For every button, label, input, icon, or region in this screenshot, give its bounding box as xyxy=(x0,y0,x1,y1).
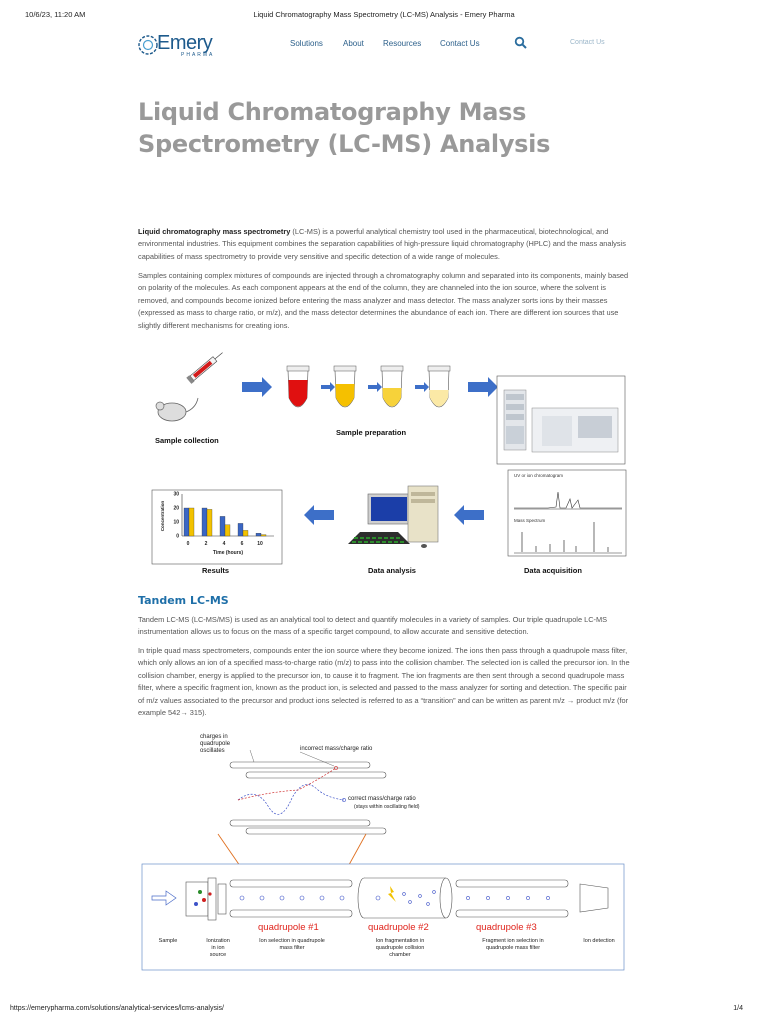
mouse-icon xyxy=(155,397,199,422)
nav-about[interactable]: About xyxy=(343,39,364,48)
computer-icon xyxy=(348,485,439,548)
y-tick-label: 0 xyxy=(176,534,179,540)
mass-spectrum-label: Mass Spectrum xyxy=(514,518,546,523)
chart-bar xyxy=(260,534,267,537)
chart-bar xyxy=(188,507,195,537)
search-icon xyxy=(514,36,527,49)
uv-chromatogram-label: UV or ion chromatogram xyxy=(514,473,563,478)
x-tick-label: 6 xyxy=(241,541,244,547)
chart-bar xyxy=(219,516,226,537)
ion-detection-caption: Ion detection xyxy=(583,938,615,944)
detector-icon xyxy=(579,883,609,913)
samples-paragraph: Samples containing complex mixtures of c… xyxy=(138,271,629,330)
x-axis-label: Time (hours) xyxy=(213,550,244,556)
tube-cap xyxy=(333,365,357,372)
energy-bolt-icon xyxy=(388,886,396,902)
tube-cap xyxy=(380,365,404,372)
arrow-left-icon xyxy=(454,505,484,525)
arrow-right-icon xyxy=(242,377,272,397)
sample-arrow-icon xyxy=(151,890,177,906)
arrow-left-icon xyxy=(304,505,334,525)
workflow-diagram: UV or ion chromatogram Mass Spectrum xyxy=(151,352,627,565)
print-page-title: Liquid Chromatography Mass Spectrometry … xyxy=(253,10,515,19)
fragment-selection-caption: Fragment ion selection in quadrupole mas… xyxy=(482,938,544,951)
print-page-number: 1/4 xyxy=(733,1005,743,1012)
lcms-instrument-icon xyxy=(503,389,619,453)
tube-cap xyxy=(286,365,310,372)
chart-bar xyxy=(237,523,244,537)
quadrupole-3-label: quadrupole #3 xyxy=(476,922,537,933)
incorrect-ratio-label: incorrect mass/charge ratio xyxy=(300,746,373,752)
y-axis-label: Concentration xyxy=(160,501,165,532)
results-label: Results xyxy=(202,566,230,575)
quadrupole-1-label: quadrupole #1 xyxy=(258,922,319,933)
x-tick-label: 4 xyxy=(223,541,226,547)
y-tick-label: 10 xyxy=(173,520,179,526)
tube-liquid xyxy=(382,388,402,407)
page-title: Liquid Chromatography Mass Spectrometry … xyxy=(138,98,551,158)
logo-subtext: PHARMA xyxy=(181,52,215,58)
logo-mark-icon xyxy=(138,35,158,55)
tube-liquid xyxy=(429,390,449,407)
x-tick-label: 2 xyxy=(205,541,208,547)
y-tick-label: 30 xyxy=(173,492,179,498)
y-tick-label: 20 xyxy=(173,506,179,512)
x-tick-label: 0 xyxy=(187,541,190,547)
triple-quadrupole-diagram xyxy=(141,749,625,971)
data-acquisition-box xyxy=(507,469,627,557)
sample-preparation-label: Sample preparation xyxy=(336,428,407,437)
emery-pharma-logo[interactable]: Emery PHARMA xyxy=(137,30,227,60)
data-analysis-label: Data analysis xyxy=(368,566,416,575)
sample-caption: Sample xyxy=(158,938,178,944)
triple-quad-paragraph: In triple quad mass spectrometers, compo… xyxy=(138,646,630,718)
sample-collection-label: Sample collection xyxy=(155,436,219,445)
tandem-paragraph: Tandem LC-MS (LC-MS/MS) is used as an an… xyxy=(138,615,608,637)
ion-fragmentation-caption: Ion fragmentation in quadrupole collisio… xyxy=(375,938,425,958)
chart-bar xyxy=(201,507,208,537)
chart-bar xyxy=(242,530,249,537)
arrow-right-icon xyxy=(468,377,498,397)
charges-label: charges in quadrupole oscillates xyxy=(200,734,231,754)
chart-bar xyxy=(255,533,262,537)
tube-cap xyxy=(427,365,451,372)
tube-liquid xyxy=(335,384,355,407)
x-tick-label: 10 xyxy=(257,541,263,547)
tube-liquid xyxy=(288,380,308,407)
print-footer: https://emerypharma.com/solutions/analyt… xyxy=(0,1005,768,1017)
nav-solutions[interactable]: Solutions xyxy=(290,39,323,48)
lcms-workflow-figure: UV or ion chromatogram Mass Spectrum xyxy=(138,346,632,582)
print-url: https://emerypharma.com/solutions/analyt… xyxy=(10,1005,224,1012)
correct-ratio-label: correct mass/charge ratio xyxy=(348,796,416,802)
nav-resources[interactable]: Resources xyxy=(383,39,422,48)
contact-us-button[interactable]: Contact Us xyxy=(570,39,605,46)
site-header: Emery PHARMA Solutions About Resources C… xyxy=(0,28,768,62)
quadrupole-2-label: quadrupole #2 xyxy=(368,922,429,933)
search-button[interactable] xyxy=(514,36,528,50)
chart-bar xyxy=(206,509,213,537)
intro-text: (LC-MS) is a powerful analytical chemist… xyxy=(138,227,626,261)
ion-selection-caption: Ion selection in quadrupole mass filter xyxy=(259,938,325,951)
intro-paragraph: Liquid chromatography mass spectrometry … xyxy=(138,226,633,263)
correct-ratio-sublabel: (stays within oscillating field) xyxy=(354,804,420,810)
chart-bar xyxy=(224,524,231,537)
tandem-heading: Tandem LC-MS xyxy=(138,594,229,607)
triple-quadrupole-figure: charges in quadrupole oscillates incorre… xyxy=(138,728,632,972)
logo-wordmark: Emery xyxy=(157,32,213,54)
print-timestamp: 10/6/23, 11:20 AM xyxy=(25,10,86,19)
chart-bar xyxy=(183,507,190,537)
syringe-icon xyxy=(186,352,223,384)
nav-contact-us[interactable]: Contact Us xyxy=(440,39,480,48)
print-header: 10/6/23, 11:20 AM Liquid Chromatography … xyxy=(0,10,768,22)
intro-bold-term: Liquid chromatography mass spectrometry xyxy=(138,227,291,236)
data-acquisition-label: Data acquisition xyxy=(524,566,582,575)
ionization-caption: Ionization in ion source xyxy=(206,938,230,958)
